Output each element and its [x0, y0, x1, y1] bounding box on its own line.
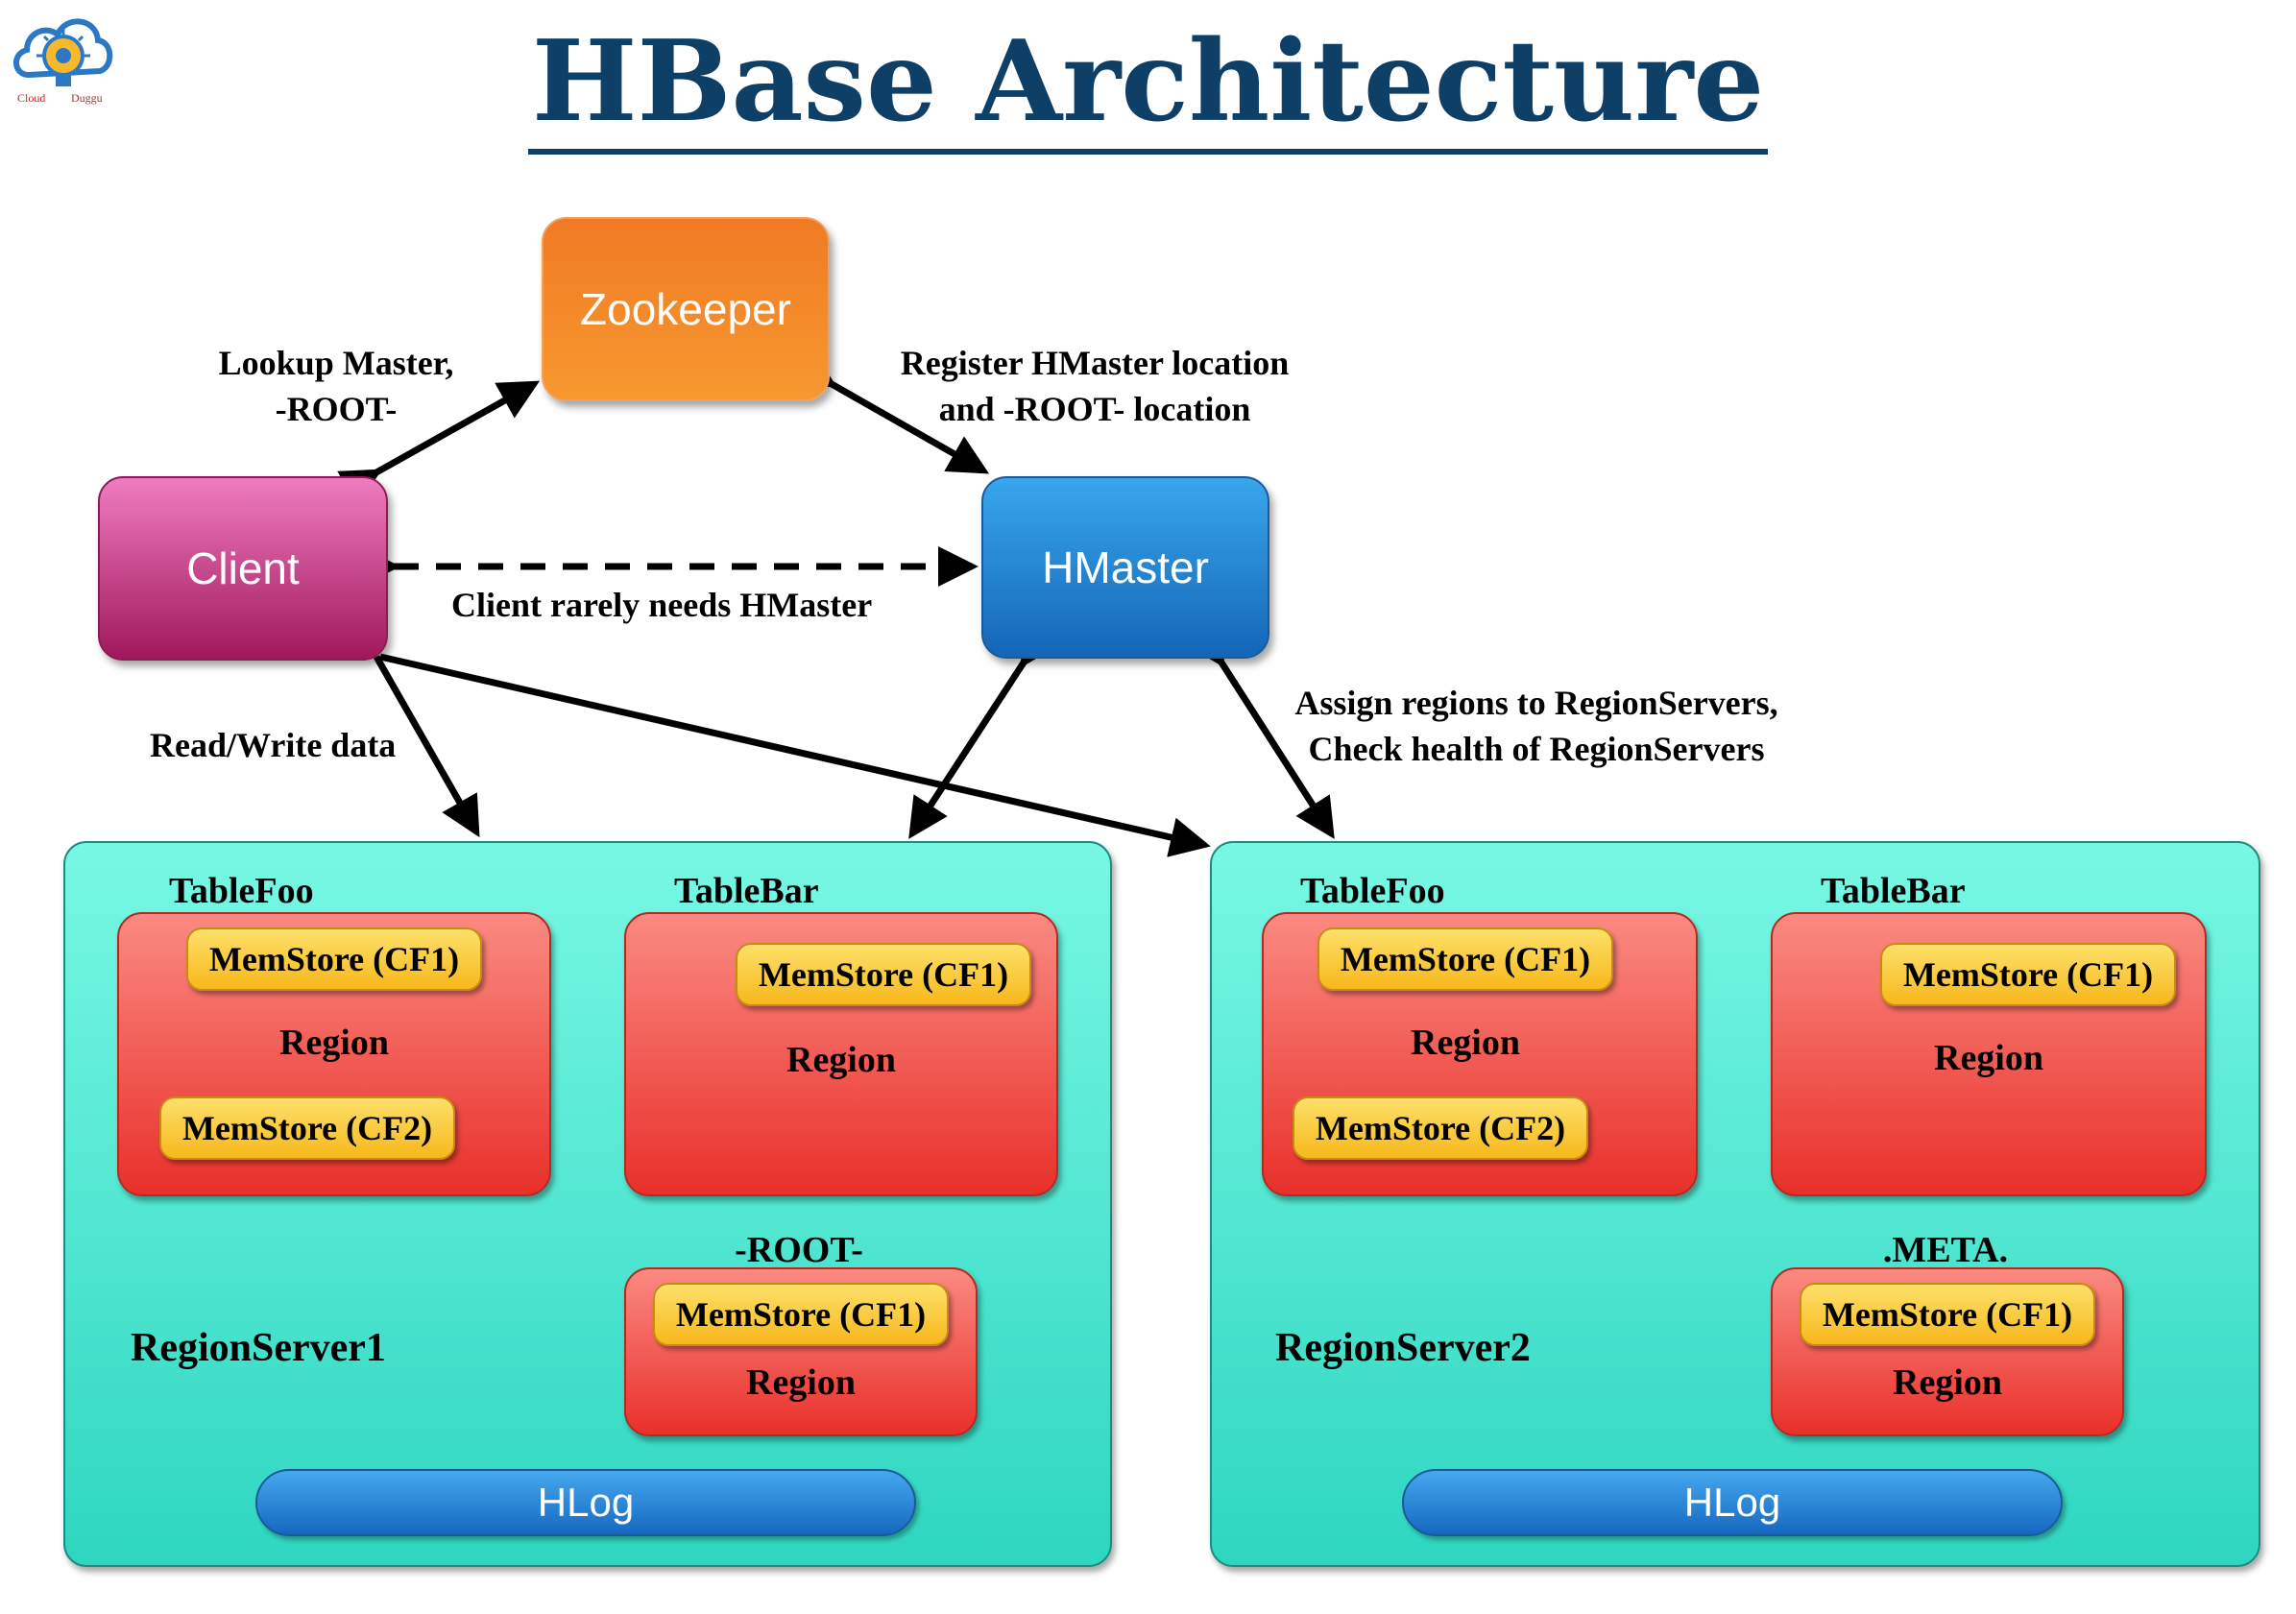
region-box: MemStore (CF1) Region: [624, 1267, 978, 1436]
edge-client-rs1: [373, 655, 480, 838]
memstore-box: MemStore (CF1): [653, 1283, 949, 1346]
hmaster-label: HMaster: [1042, 542, 1209, 592]
memstore-box: MemStore (CF1): [186, 927, 482, 991]
region-label: Region: [1934, 1038, 2043, 1078]
hmaster-node: HMaster: [981, 476, 1269, 659]
region-box: MemStore (CF1) Region MemStore (CF2): [117, 912, 551, 1196]
client-label: Client: [186, 543, 300, 593]
region-label: Region: [746, 1362, 856, 1403]
hlog: HLog: [1402, 1469, 2063, 1536]
zookeeper-label: Zookeeper: [580, 284, 791, 334]
region-label: Region: [1411, 1023, 1520, 1063]
region-server-1: TableFoo MemStore (CF1) Region MemStore …: [63, 841, 1112, 1567]
table-label: TableBar: [1821, 871, 1966, 911]
edge-client-rs2: [379, 653, 1211, 857]
region-box: MemStore (CF1) Region: [624, 912, 1058, 1196]
hlog: HLog: [255, 1469, 916, 1536]
region-box: MemStore (CF1) Region: [1771, 1267, 2124, 1436]
table-label: .META.: [1882, 1230, 2009, 1270]
memstore-box: MemStore (CF1): [736, 943, 1031, 1006]
table-label: TableBar: [674, 871, 819, 911]
memstore-box: MemStore (CF1): [1880, 943, 2176, 1006]
edge-label-read-write: Read/Write data: [150, 726, 397, 764]
memstore-box: MemStore (CF2): [1293, 1096, 1588, 1160]
edge-label-lookup: Lookup Master,-ROOT-: [218, 344, 454, 428]
edge-zookeeper-hmaster: [792, 349, 990, 474]
region-box: MemStore (CF1) Region: [1771, 912, 2207, 1196]
region-server-name: RegionServer2: [1275, 1326, 1531, 1370]
region-server-name: RegionServer1: [131, 1326, 386, 1370]
region-server-2: TableFoo MemStore (CF1) Region MemStore …: [1210, 841, 2260, 1567]
logo-text-right: Duggu: [71, 91, 103, 105]
logo-text-left: Cloud: [17, 91, 45, 105]
edge-client-zookeeper: [337, 380, 541, 507]
region-label: Region: [786, 1040, 896, 1080]
region-label: Region: [279, 1023, 389, 1063]
memstore-box: MemStore (CF1): [1317, 927, 1613, 991]
memstore-box: MemStore (CF2): [159, 1096, 455, 1160]
table-label: -ROOT-: [735, 1230, 863, 1270]
table-label: TableFoo: [1300, 871, 1445, 911]
region-box: MemStore (CF1) Region MemStore (CF2): [1262, 912, 1698, 1196]
edge-label-assign: Assign regions to RegionServers,Check he…: [1294, 684, 1778, 768]
memstore-box: MemStore (CF1): [1800, 1283, 2095, 1346]
edge-hmaster-rs2: [1186, 623, 1335, 839]
page-title: HBase Architecture: [0, 16, 2296, 155]
table-label: TableFoo: [169, 871, 314, 911]
region-label: Region: [1893, 1362, 2002, 1403]
client-node: Client: [98, 476, 388, 661]
cloud-lightbulb-icon: Cloud Duggu: [13, 18, 113, 105]
zookeeper-node: Zookeeper: [542, 217, 830, 401]
edge-label-client-rarely: Client rarely needs HMaster: [451, 586, 873, 624]
edge-hmaster-rs1: [908, 623, 1059, 839]
